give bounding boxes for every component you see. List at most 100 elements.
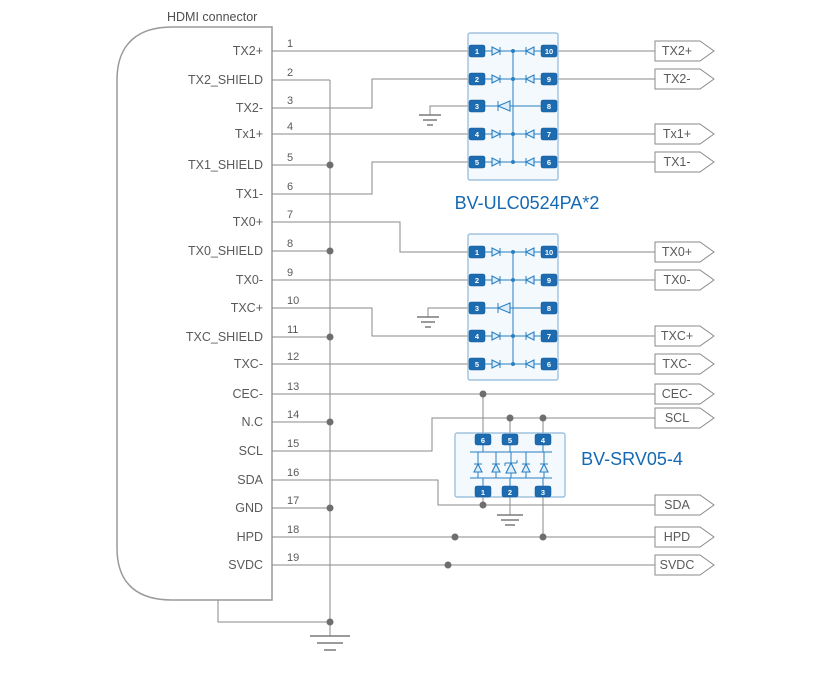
ic-pin-number: 6 [481,436,485,445]
srv-caption: BV-SRV05-4 [581,449,683,469]
flag-shape [654,241,715,263]
pin-row-14: N.C 14 [241,409,330,429]
pin-number: 12 [287,351,299,363]
pin-row-4: Tx1+ 4 [235,121,655,141]
flag-label: CEC- [662,387,693,401]
pin-row-7: TX0+ 7 [233,209,655,253]
pin-row-5: TX1_SHIELD 5 [188,152,330,172]
diode-row-wire [485,276,541,284]
diode-icon [524,157,535,167]
junction-dot [326,333,334,341]
connector-ground-wire [217,600,330,623]
flag-shape [654,325,715,347]
pin-wire [272,479,655,506]
junction-dot [326,504,334,512]
ic-pin-number: 9 [547,75,551,84]
pin-number: 4 [287,121,293,133]
output-flag-tx0p: TX0+ [654,241,715,263]
flag-shape [654,407,715,429]
diode-icon [539,462,549,473]
ic-pin-number: 3 [475,102,479,111]
flag-label: TXC- [662,357,691,371]
junction-dot [539,414,547,422]
ic-pin-number: 6 [547,360,551,369]
flag-shape [654,151,715,173]
ic-pin-number: 10 [545,47,553,56]
diode-icon [491,359,502,369]
ground-symbol-tvs [497,514,523,526]
pin-wire [272,161,655,195]
junction-dot [326,161,334,169]
diode-icon [491,46,502,56]
diode-icon [491,74,502,84]
junction-dots [326,161,547,626]
diode-icon [491,129,502,139]
diode-icon [491,462,501,473]
pin-wire [272,78,655,109]
hdmi-connector: HDMI connector [116,10,273,601]
pin-label: GND [235,501,263,515]
output-flag-tx2m: TX2- [654,68,715,90]
flag-shape [654,68,715,90]
ic-pin-number: 1 [475,47,479,56]
junction-dot [451,533,459,541]
diode-icon [491,247,502,257]
diode-icon [524,129,535,139]
pin-number: 17 [287,495,299,507]
pin-label: SVDC [228,558,263,572]
output-flag-cec: CEC- [654,383,715,405]
pin-row-10: TXC+ 10 [231,295,655,337]
pin-label: TX2- [236,101,263,115]
junction-dot [479,501,487,509]
flag-shape [654,526,715,548]
diode-icon [521,462,531,473]
ic-pin-number: 7 [547,332,551,341]
ic-pin-number: 5 [508,436,512,445]
pin-row-3: TX2- 3 [236,78,655,115]
pin-label: HPD [237,530,263,544]
flag-label: HPD [664,530,690,544]
pin-row-13: CEC- 13 [232,381,655,401]
esd-ic-2: 1 2 3 4 5 10 9 8 7 6 [467,233,559,381]
output-flag-hpd: HPD [654,526,715,548]
ic1-ground [419,105,468,126]
flag-label: TX2- [663,72,690,86]
output-flag-tx0m: TX0- [654,269,715,291]
ic-pin-number: 3 [475,304,479,313]
ic-pin-number: 7 [547,130,551,139]
pin-number: 5 [287,152,293,164]
pin-number: 15 [287,438,299,450]
pin-wire [272,221,655,253]
ic-pin-number: 4 [475,130,480,139]
ic-pin-number: 2 [475,75,479,84]
pin-number: 18 [287,524,299,536]
diode-icon [524,359,535,369]
pin-label: SDA [237,473,263,487]
pin-label: TXC_SHIELD [186,330,263,344]
ground-stub-wire [429,105,468,115]
pin-label: Tx1+ [235,127,263,141]
connector-title: HDMI connector [167,10,257,24]
ulc-caption: BV-ULC0524PA*2 [455,193,600,213]
pin-row-2: TX2_SHIELD 2 [188,67,330,87]
pin-label: N.C [241,415,263,429]
ic-pin-number: 5 [475,158,479,167]
pin-number: 19 [287,552,299,564]
flag-label: TX2+ [662,44,692,58]
pin-row-19: SVDC 19 [228,552,655,572]
pin-number: 10 [287,295,299,307]
pin-number: 13 [287,381,299,393]
junction-dot [326,618,334,626]
pin-row-16: SDA 16 [237,467,655,506]
flag-shape [654,554,715,576]
pin-number: 2 [287,67,293,79]
pin-row-17: GND 17 [235,495,330,515]
ic-pin-number: 4 [541,436,546,445]
junction-dot [539,533,547,541]
flag-label: SDA [664,498,690,512]
ground-bus [217,80,350,651]
tvs-pin-wire [482,394,544,537]
pin-label: CEC- [232,387,263,401]
pin-number: 1 [287,38,293,50]
